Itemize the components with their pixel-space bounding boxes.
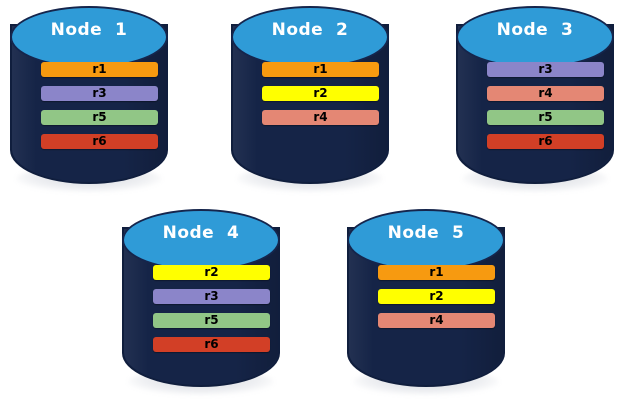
node-title-label: Node 1 — [50, 20, 128, 40]
database-node-cylinder[interactable]: Node 5 r1 r2 r4 — [347, 209, 505, 395]
replica-bar[interactable]: r1 — [41, 62, 158, 77]
node-cylinder-top-ellipse — [347, 209, 505, 271]
replica-bar[interactable]: r1 — [262, 62, 379, 77]
replica-bar[interactable]: r4 — [378, 313, 495, 328]
replica-bar[interactable]: r2 — [153, 265, 270, 280]
database-node-cylinder[interactable]: Node 2 r1 r2 r4 — [231, 6, 389, 192]
replica-bar[interactable]: r1 — [378, 265, 495, 280]
node-title-label: Node 3 — [496, 20, 574, 40]
replica-bar[interactable]: r6 — [487, 134, 604, 149]
replica-list: r1 r2 r4 — [262, 62, 379, 125]
replica-bar[interactable]: r3 — [153, 289, 270, 304]
replica-bar[interactable]: r4 — [487, 86, 604, 101]
replica-bar[interactable]: r3 — [41, 86, 158, 101]
replica-list: r1 r2 r4 — [378, 265, 495, 328]
replica-bar[interactable]: r4 — [262, 110, 379, 125]
database-node-cylinder[interactable]: Node 1 r1 r3 r5 r6 — [10, 6, 168, 192]
replica-list: r1 r3 r5 r6 — [41, 62, 158, 149]
replica-bar[interactable]: r6 — [153, 337, 270, 352]
node-cylinder-top-ellipse — [10, 6, 168, 68]
replica-bar[interactable]: r5 — [487, 110, 604, 125]
replica-bar[interactable]: r2 — [262, 86, 379, 101]
replica-list: r2 r3 r5 r6 — [153, 265, 270, 352]
node-title-label: Node 5 — [387, 223, 465, 243]
node-title-label: Node 2 — [271, 20, 349, 40]
replica-bar[interactable]: r3 — [487, 62, 604, 77]
replica-bar[interactable]: r5 — [153, 313, 270, 328]
replica-bar[interactable]: r5 — [41, 110, 158, 125]
database-node-cylinder[interactable]: Node 3 r3 r4 r5 r6 — [456, 6, 614, 192]
node-title-label: Node 4 — [162, 223, 240, 243]
replica-bar[interactable]: r2 — [378, 289, 495, 304]
replica-list: r3 r4 r5 r6 — [487, 62, 604, 149]
database-node-cylinder[interactable]: Node 4 r2 r3 r5 r6 — [122, 209, 280, 395]
replica-bar[interactable]: r6 — [41, 134, 158, 149]
